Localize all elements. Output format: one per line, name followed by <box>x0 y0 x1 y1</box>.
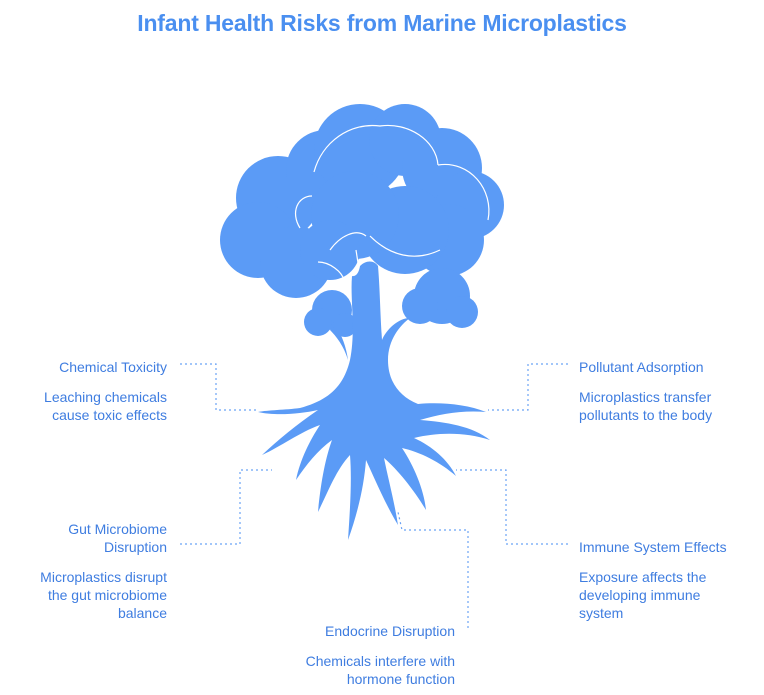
tree-canopy <box>220 104 504 337</box>
risk-title: Chemical Toxicity <box>59 359 167 375</box>
risk-chemical-toxicity: Chemical Toxicity Leaching chemicals cau… <box>20 358 167 424</box>
canopy-outline <box>295 124 490 281</box>
risk-title: Pollutant Adsorption <box>579 359 704 375</box>
diagram-title: Infant Health Risks from Marine Micropla… <box>137 10 627 36</box>
tree-trunk <box>258 261 490 540</box>
risk-endocrine-disruption: Endocrine Disruption Chemicals interfere… <box>284 622 455 688</box>
risk-description: Microplastics transfer pollutants to the… <box>579 389 713 423</box>
risk-description: Leaching chemicals cause toxic effects <box>44 389 167 423</box>
risk-title: Immune System Effects <box>579 539 727 555</box>
risk-title: Endocrine Disruption <box>325 623 455 639</box>
risk-title: Gut Microbiome Disruption <box>68 521 167 555</box>
risk-pollutant-adsorption: Pollutant Adsorption Microplastics trans… <box>579 358 744 424</box>
risk-gut-microbiome-disruption: Gut Microbiome Disruption Microplastics … <box>20 520 167 622</box>
risk-description: Microplastics disrupt the gut microbiome… <box>40 569 167 621</box>
risk-immune-system-effects: Immune System Effects Exposure affects t… <box>579 538 744 622</box>
risk-description: Exposure affects the developing immune s… <box>579 569 707 621</box>
risk-description: Chemicals interfere with hormone functio… <box>305 653 455 687</box>
